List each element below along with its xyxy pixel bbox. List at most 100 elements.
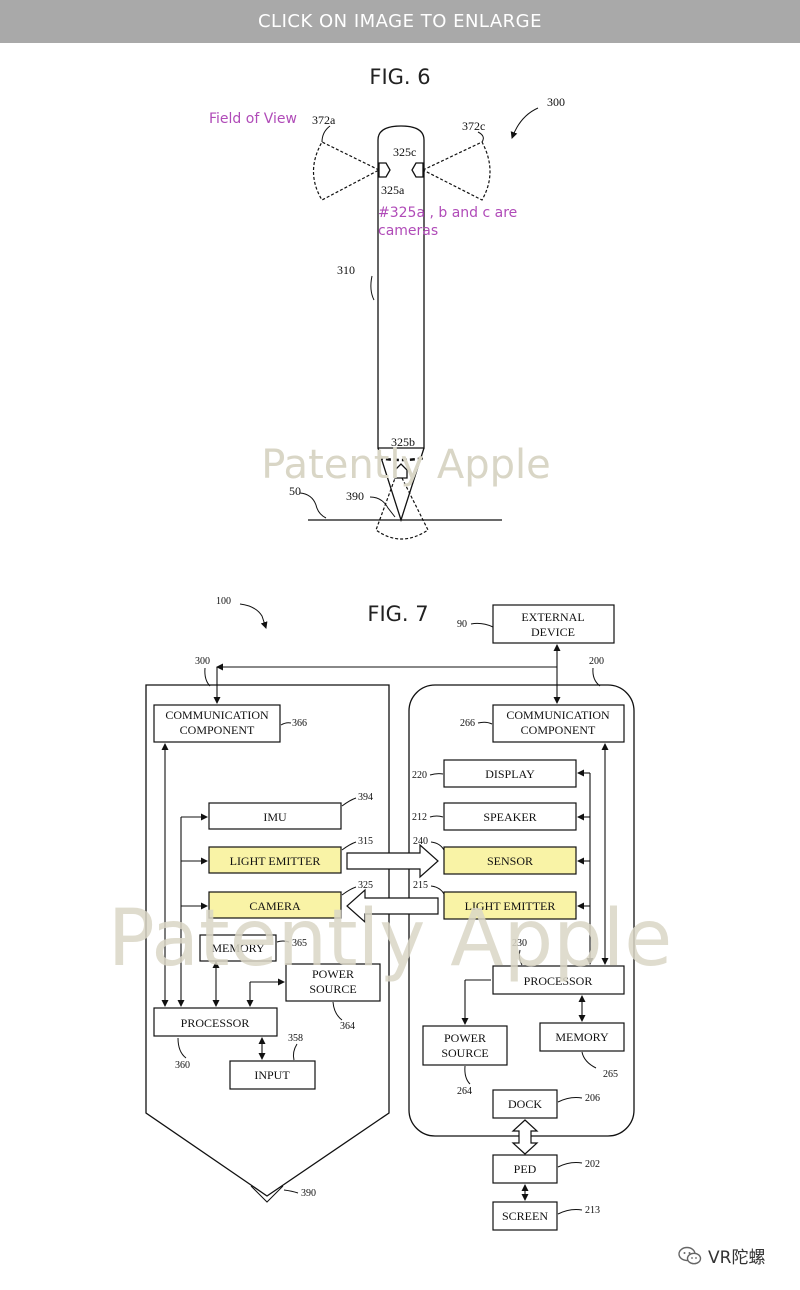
fig6-leader-390	[369, 496, 396, 518]
device-speaker-ref: 212	[412, 812, 427, 823]
device-comm-label-1: COMMUNICATION	[506, 708, 610, 722]
device-power-ref: 264	[457, 1086, 472, 1097]
screen-leader	[557, 1209, 583, 1215]
device-processor-leader	[518, 949, 523, 966]
emitter-to-sensor-arrow	[346, 843, 439, 879]
device-comm-label-2: COMPONENT	[521, 723, 596, 737]
external-device-leader	[470, 622, 494, 628]
stylus-camera-ref: 325	[358, 880, 373, 891]
fig6-ref-325a: 325a	[381, 183, 405, 197]
fig6-leader-372a	[321, 125, 331, 143]
stylus-memory-label: MEMORY	[211, 941, 265, 955]
ped-leader	[557, 1162, 583, 1168]
device-light-emitter-leader	[430, 885, 445, 895]
enlarge-banner-text: CLICK ON IMAGE TO ENLARGE	[257, 11, 543, 32]
device-sensor-ref: 240	[413, 836, 428, 847]
device-light-emitter-ref: 215	[413, 880, 428, 891]
ped-box	[492, 1154, 558, 1184]
stylus-input-box	[229, 1060, 316, 1090]
external-device-label-1: EXTERNAL	[521, 610, 584, 624]
stylus-power-label-2: SOURCE	[309, 982, 356, 996]
stylus-bus-lines	[161, 743, 285, 1060]
device-memory-ref: 265	[603, 1069, 618, 1080]
device-speaker-label: SPEAKER	[483, 810, 536, 824]
fig7-arrow-100	[239, 603, 268, 629]
device-power-box	[422, 1025, 508, 1066]
stylus-light-emitter-ref: 315	[358, 836, 373, 847]
fig7-leader-200	[592, 667, 601, 687]
fig6-ref-300: 300	[547, 95, 565, 109]
emitter-to-camera-arrow	[346, 888, 439, 924]
stylus-input-ref: 358	[288, 1033, 303, 1044]
device-sensor-box	[443, 846, 577, 875]
external-device-label-2: DEVICE	[531, 625, 575, 639]
stylus-camera-leader	[341, 886, 357, 896]
stylus-power-leader	[332, 1001, 343, 1021]
device-dock-box	[492, 1089, 558, 1119]
device-speaker-box	[443, 802, 577, 831]
fig6-leader-372c	[477, 131, 484, 143]
stylus-light-emitter-box	[208, 846, 342, 874]
watermark-fig6: Patently Apple	[261, 442, 551, 488]
device-power-leader	[464, 1065, 471, 1085]
stylus-memory-leader	[276, 940, 290, 943]
ped-label: PED	[514, 1162, 537, 1176]
stylus-power-box	[285, 963, 381, 1002]
fig6-ref-372c: 372c	[462, 119, 485, 133]
fig6-note-cameras-line2: cameras	[378, 223, 438, 239]
stylus-imu-leader	[341, 797, 357, 807]
watermark-fig7: Patently Apple	[108, 894, 673, 984]
device-display-leader	[429, 773, 444, 776]
fig6-ref-310: 310	[337, 263, 355, 277]
device-dock-leader	[557, 1097, 583, 1103]
wechat-account-name: VR陀螺	[708, 1248, 766, 1268]
fig6-ref-325c: 325c	[393, 145, 416, 159]
stylus-imu-ref: 394	[358, 792, 373, 803]
stylus-memory-ref: 365	[292, 938, 307, 949]
stylus-imu-label: IMU	[263, 810, 287, 824]
device-memory-leader	[581, 1051, 597, 1069]
stylus-comm-ref: 366	[292, 718, 307, 729]
stylus-processor-leader	[177, 1037, 187, 1059]
device-comm-leader	[477, 721, 493, 725]
enlarge-banner[interactable]: CLICK ON IMAGE TO ENLARGE	[0, 0, 800, 43]
stylus-input-leader	[292, 1043, 298, 1061]
device-processor-box	[492, 965, 625, 995]
wechat-icon	[678, 1246, 702, 1264]
stylus-camera-label: CAMERA	[249, 899, 301, 913]
device-comm-ref: 266	[460, 718, 475, 729]
device-comm-box	[492, 704, 625, 743]
wechat-account-badge[interactable]: VR陀螺	[678, 1243, 765, 1268]
fig6-camera-icons	[378, 162, 424, 479]
fig6-note-field-of-view: Field of View	[209, 111, 297, 127]
fig7-ref-200: 200	[589, 656, 604, 667]
device-dock-ref: 206	[585, 1093, 600, 1104]
stylus-imu-box	[208, 802, 342, 830]
fig7-ref-390: 390	[301, 1188, 316, 1199]
fig6-arrow-300	[510, 107, 539, 139]
ped-ref: 202	[585, 1159, 600, 1170]
device-display-label: DISPLAY	[485, 767, 535, 781]
device-sensor-label: SENSOR	[487, 854, 533, 868]
external-device-ref: 90	[457, 619, 467, 630]
stylus-processor-ref: 360	[175, 1060, 190, 1071]
fig7-stylus-tip	[250, 1185, 284, 1203]
dock-ped-arrow	[511, 1119, 539, 1155]
fig7-ref-300: 300	[195, 656, 210, 667]
screen-label: SCREEN	[502, 1209, 548, 1223]
fig6-ref-50: 50	[289, 484, 301, 498]
stylus-power-label-1: POWER	[312, 967, 354, 981]
fig6-ref-372a: 372a	[312, 113, 336, 127]
device-bus-lines	[461, 743, 609, 1201]
fig6-ref-390: 390	[346, 489, 364, 503]
stylus-processor-label: PROCESSOR	[181, 1016, 250, 1030]
stylus-light-emitter-label: LIGHT EMITTER	[230, 854, 321, 868]
stylus-comm-label-2: COMPONENT	[180, 723, 255, 737]
stylus-input-label: INPUT	[254, 1068, 290, 1082]
fig6-leader-50	[299, 492, 327, 519]
fig6-title: FIG. 6	[369, 65, 430, 89]
fig7-title: FIG. 7	[367, 602, 428, 626]
device-memory-label: MEMORY	[555, 1030, 609, 1044]
stylus-power-ref: 364	[340, 1021, 355, 1032]
